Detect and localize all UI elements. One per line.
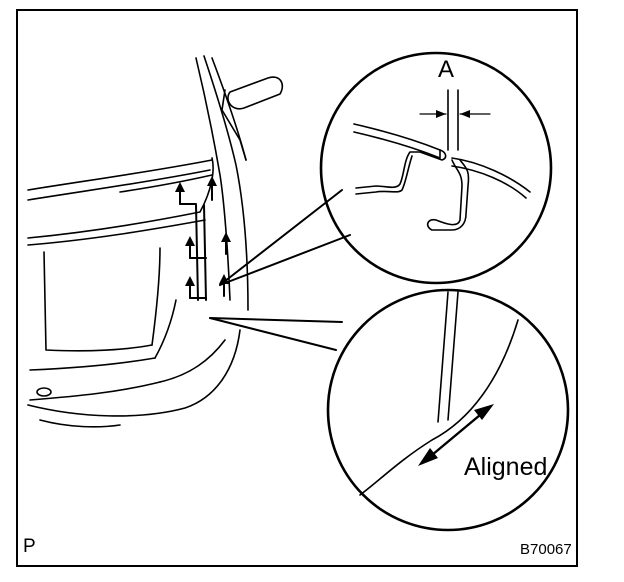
side-mirror [227,76,284,110]
aligned-arrow [424,408,488,462]
aligned-label: Aligned [464,453,548,481]
leader-lines-upper [219,189,351,286]
installation-arrow-heads [175,176,231,286]
detail-circle-lower [326,288,570,532]
aligned-edges [359,291,519,496]
diagram-frame [16,9,578,567]
dimension-arrows [436,110,470,118]
corner-mark: P [23,536,36,557]
detail-circle-upper [319,51,553,285]
figure-code: B70067 [520,541,572,558]
aligned-arrow-heads [418,404,494,466]
fog-lamp [36,387,52,397]
leader-lines-lower [209,317,343,351]
dimension-a [419,89,491,151]
callout-label-a: A [438,56,455,83]
vehicle-outline [27,55,249,428]
moulding-cross-section [353,123,531,231]
installation-arrows [179,179,227,301]
